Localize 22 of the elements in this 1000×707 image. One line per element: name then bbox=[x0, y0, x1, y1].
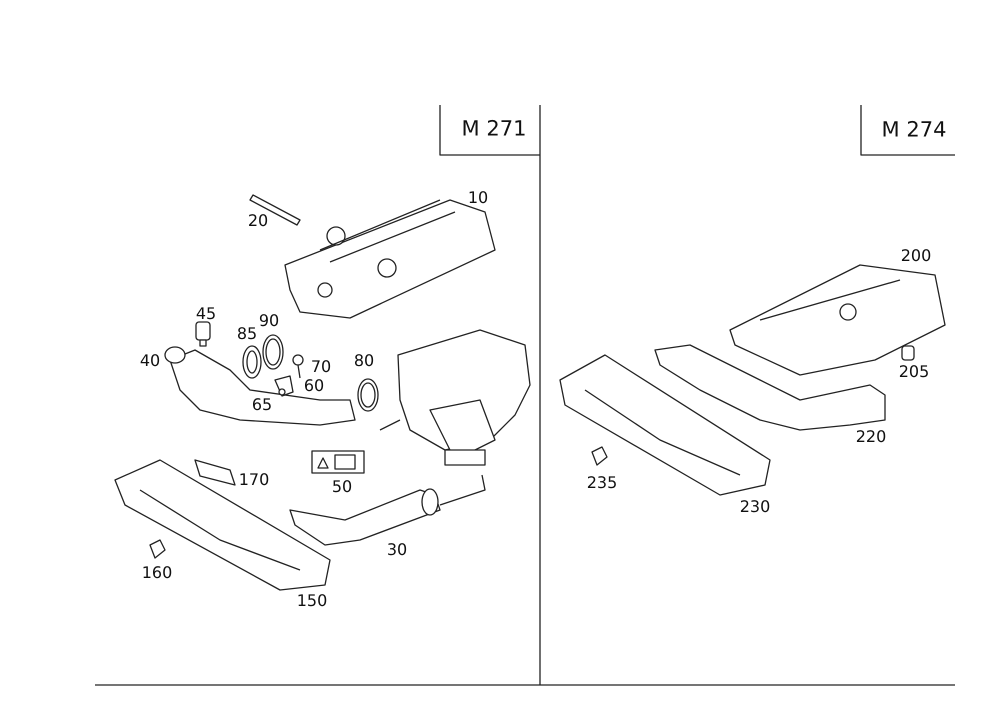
callout-number: 80 bbox=[354, 353, 374, 369]
callout-number: 160 bbox=[142, 565, 172, 581]
callout-number: 20 bbox=[248, 213, 268, 229]
callout-number: 205 bbox=[898, 364, 930, 380]
engine-code: M 274 bbox=[882, 120, 946, 140]
callout-number: 235 bbox=[586, 475, 618, 491]
callout-number: 150 bbox=[296, 593, 328, 609]
callout-number: 230 bbox=[740, 499, 770, 515]
callout-number: 60 bbox=[304, 378, 324, 394]
callout-number: 70 bbox=[310, 359, 332, 375]
callout-number: 170 bbox=[238, 472, 270, 488]
callout-number: 65 bbox=[252, 397, 272, 413]
callout-number: 220 bbox=[856, 429, 886, 445]
callout-number: 30 bbox=[386, 542, 408, 558]
callout-number: 200 bbox=[900, 248, 932, 264]
callout-number: 40 bbox=[140, 353, 160, 369]
callout-number: 50 bbox=[332, 479, 352, 495]
engine-code: M 271 bbox=[462, 118, 526, 140]
callout-number: 45 bbox=[196, 306, 216, 322]
callout-number: 10 bbox=[468, 190, 488, 206]
callout-number: 90 bbox=[258, 313, 280, 329]
callout-number: 85 bbox=[236, 326, 258, 342]
